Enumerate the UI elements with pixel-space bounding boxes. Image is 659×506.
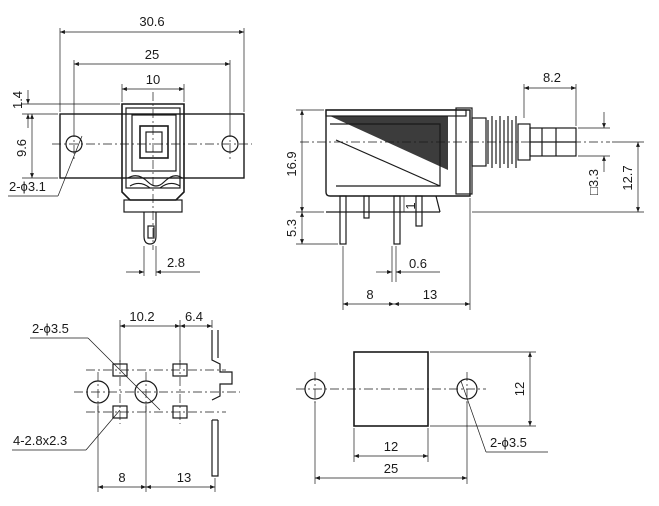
- dim-shaft-length: 8.2: [543, 70, 561, 85]
- side-view: 8.2 16.9 5.3 1 □3.3 12.7 0.6 8: [284, 70, 644, 310]
- pcb-pad-1: [112, 363, 128, 377]
- dim-top-offset: 1.4: [10, 91, 25, 109]
- dim-pin-pitch-a: 8: [366, 287, 373, 302]
- push-button: [139, 125, 169, 159]
- dim-shaft-height: 12.7: [620, 165, 635, 190]
- pcb-pad-4: [172, 405, 188, 419]
- dim-overall-width: 30.6: [139, 14, 164, 29]
- flange-plate: [59, 113, 245, 179]
- pcb-hole-right: [134, 380, 158, 404]
- side-pin-2: [393, 195, 401, 245]
- pcb-hole-left: [86, 380, 110, 404]
- dim-cutout-width: 12: [384, 439, 398, 454]
- pcb-pad-3: [172, 363, 188, 377]
- dim-pin-width: 2.8: [167, 255, 185, 270]
- dim-pin-pitch-b: 13: [423, 287, 437, 302]
- pcb-pad-2: [112, 405, 128, 419]
- side-pin-1: [339, 195, 347, 245]
- dim-pcb-pitch-a: 8: [118, 470, 125, 485]
- dim-pin-thickness: 0.6: [409, 256, 427, 271]
- dim-body-height: 16.9: [284, 151, 299, 176]
- dim-pcb-hole-callout: 2-ϕ3.5: [32, 321, 69, 336]
- dim-flange-height: 9.6: [14, 139, 29, 157]
- dim-hole-callout-front: 2-ϕ3.1: [9, 179, 46, 194]
- dim-small-step: 1: [403, 202, 418, 209]
- dim-pcb-hole-spacing: 10.2: [129, 309, 154, 324]
- dim-pcb-pad-callout: 4-2.8x2.3: [13, 433, 67, 448]
- pcb-layout: 10.2 6.4 2-ϕ3.5 4-2.8x2.3 8 13: [12, 309, 240, 492]
- dim-pcb-pitch-b: 13: [177, 470, 191, 485]
- dim-panel-hole-callout: 2-ϕ3.5: [490, 435, 527, 450]
- dim-pin-length: 5.3: [284, 219, 299, 237]
- front-view: 30.6 25 10 1.4 9.6 2-ϕ3.1 2.8: [8, 14, 252, 276]
- dim-panel-hole-spacing: 25: [384, 461, 398, 476]
- terminal-pin: [143, 212, 157, 245]
- dim-body-width: 10: [146, 72, 160, 87]
- dim-mount-holes: 25: [145, 47, 159, 62]
- panel-cutout: 12 12 25 2-ϕ3.5: [296, 351, 548, 484]
- dim-shaft-square: □3.3: [586, 169, 601, 195]
- dim-pcb-pad-spacing: 6.4: [185, 309, 203, 324]
- dim-cutout-height: 12: [512, 382, 527, 396]
